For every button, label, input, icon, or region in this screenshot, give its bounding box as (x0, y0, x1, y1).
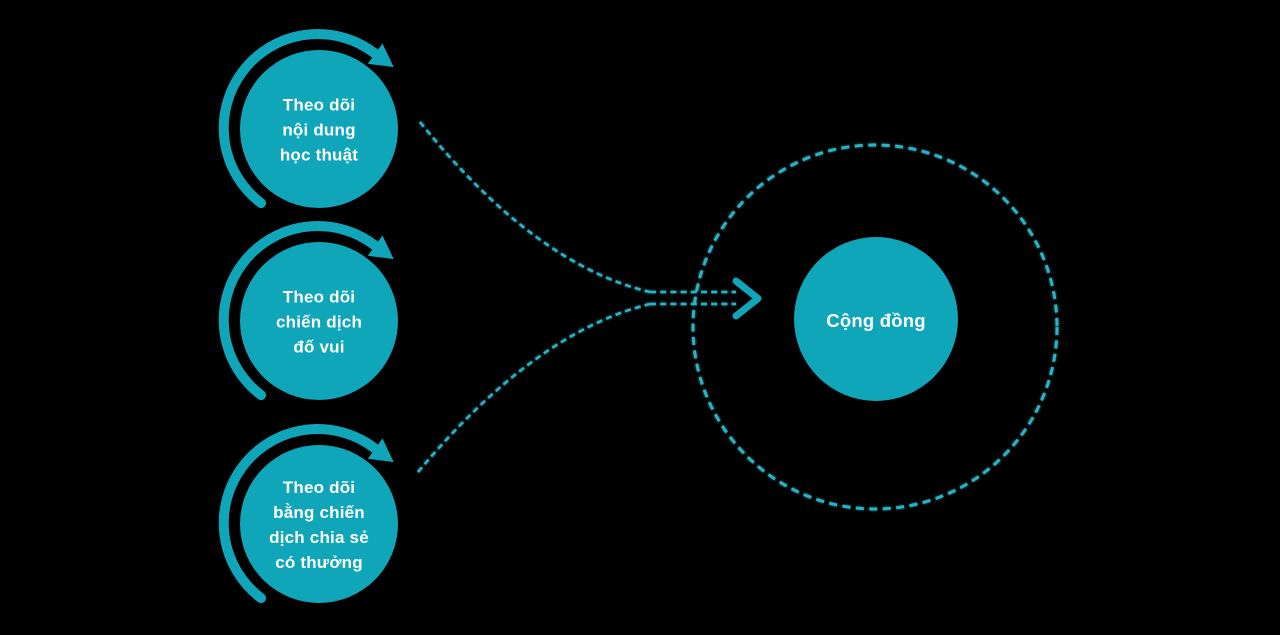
cycle-arrow-icon (218, 29, 394, 209)
cycle-arrow-head (367, 235, 394, 260)
cycle-arrow-head (367, 43, 394, 68)
source-node-academic-content (240, 50, 398, 208)
source-node-reward-sharing (240, 445, 398, 603)
flow-curve-top (418, 121, 651, 294)
arrowhead-icon (732, 277, 762, 320)
cycle-arrow-arc (218, 221, 380, 401)
source-node-quiz-campaign (240, 242, 398, 400)
cycle-arrow-icon (218, 424, 394, 604)
flow-lines (417, 121, 1059, 511)
cycle-arrow-icon (218, 221, 394, 401)
cycle-arrow-arc (218, 424, 380, 604)
orbit-circle (691, 143, 1059, 511)
cycle-arrow-arc (218, 29, 380, 209)
target-node-community (794, 237, 958, 401)
cycle-arrow-head (367, 438, 394, 463)
flow-curve-bottom (417, 302, 651, 473)
